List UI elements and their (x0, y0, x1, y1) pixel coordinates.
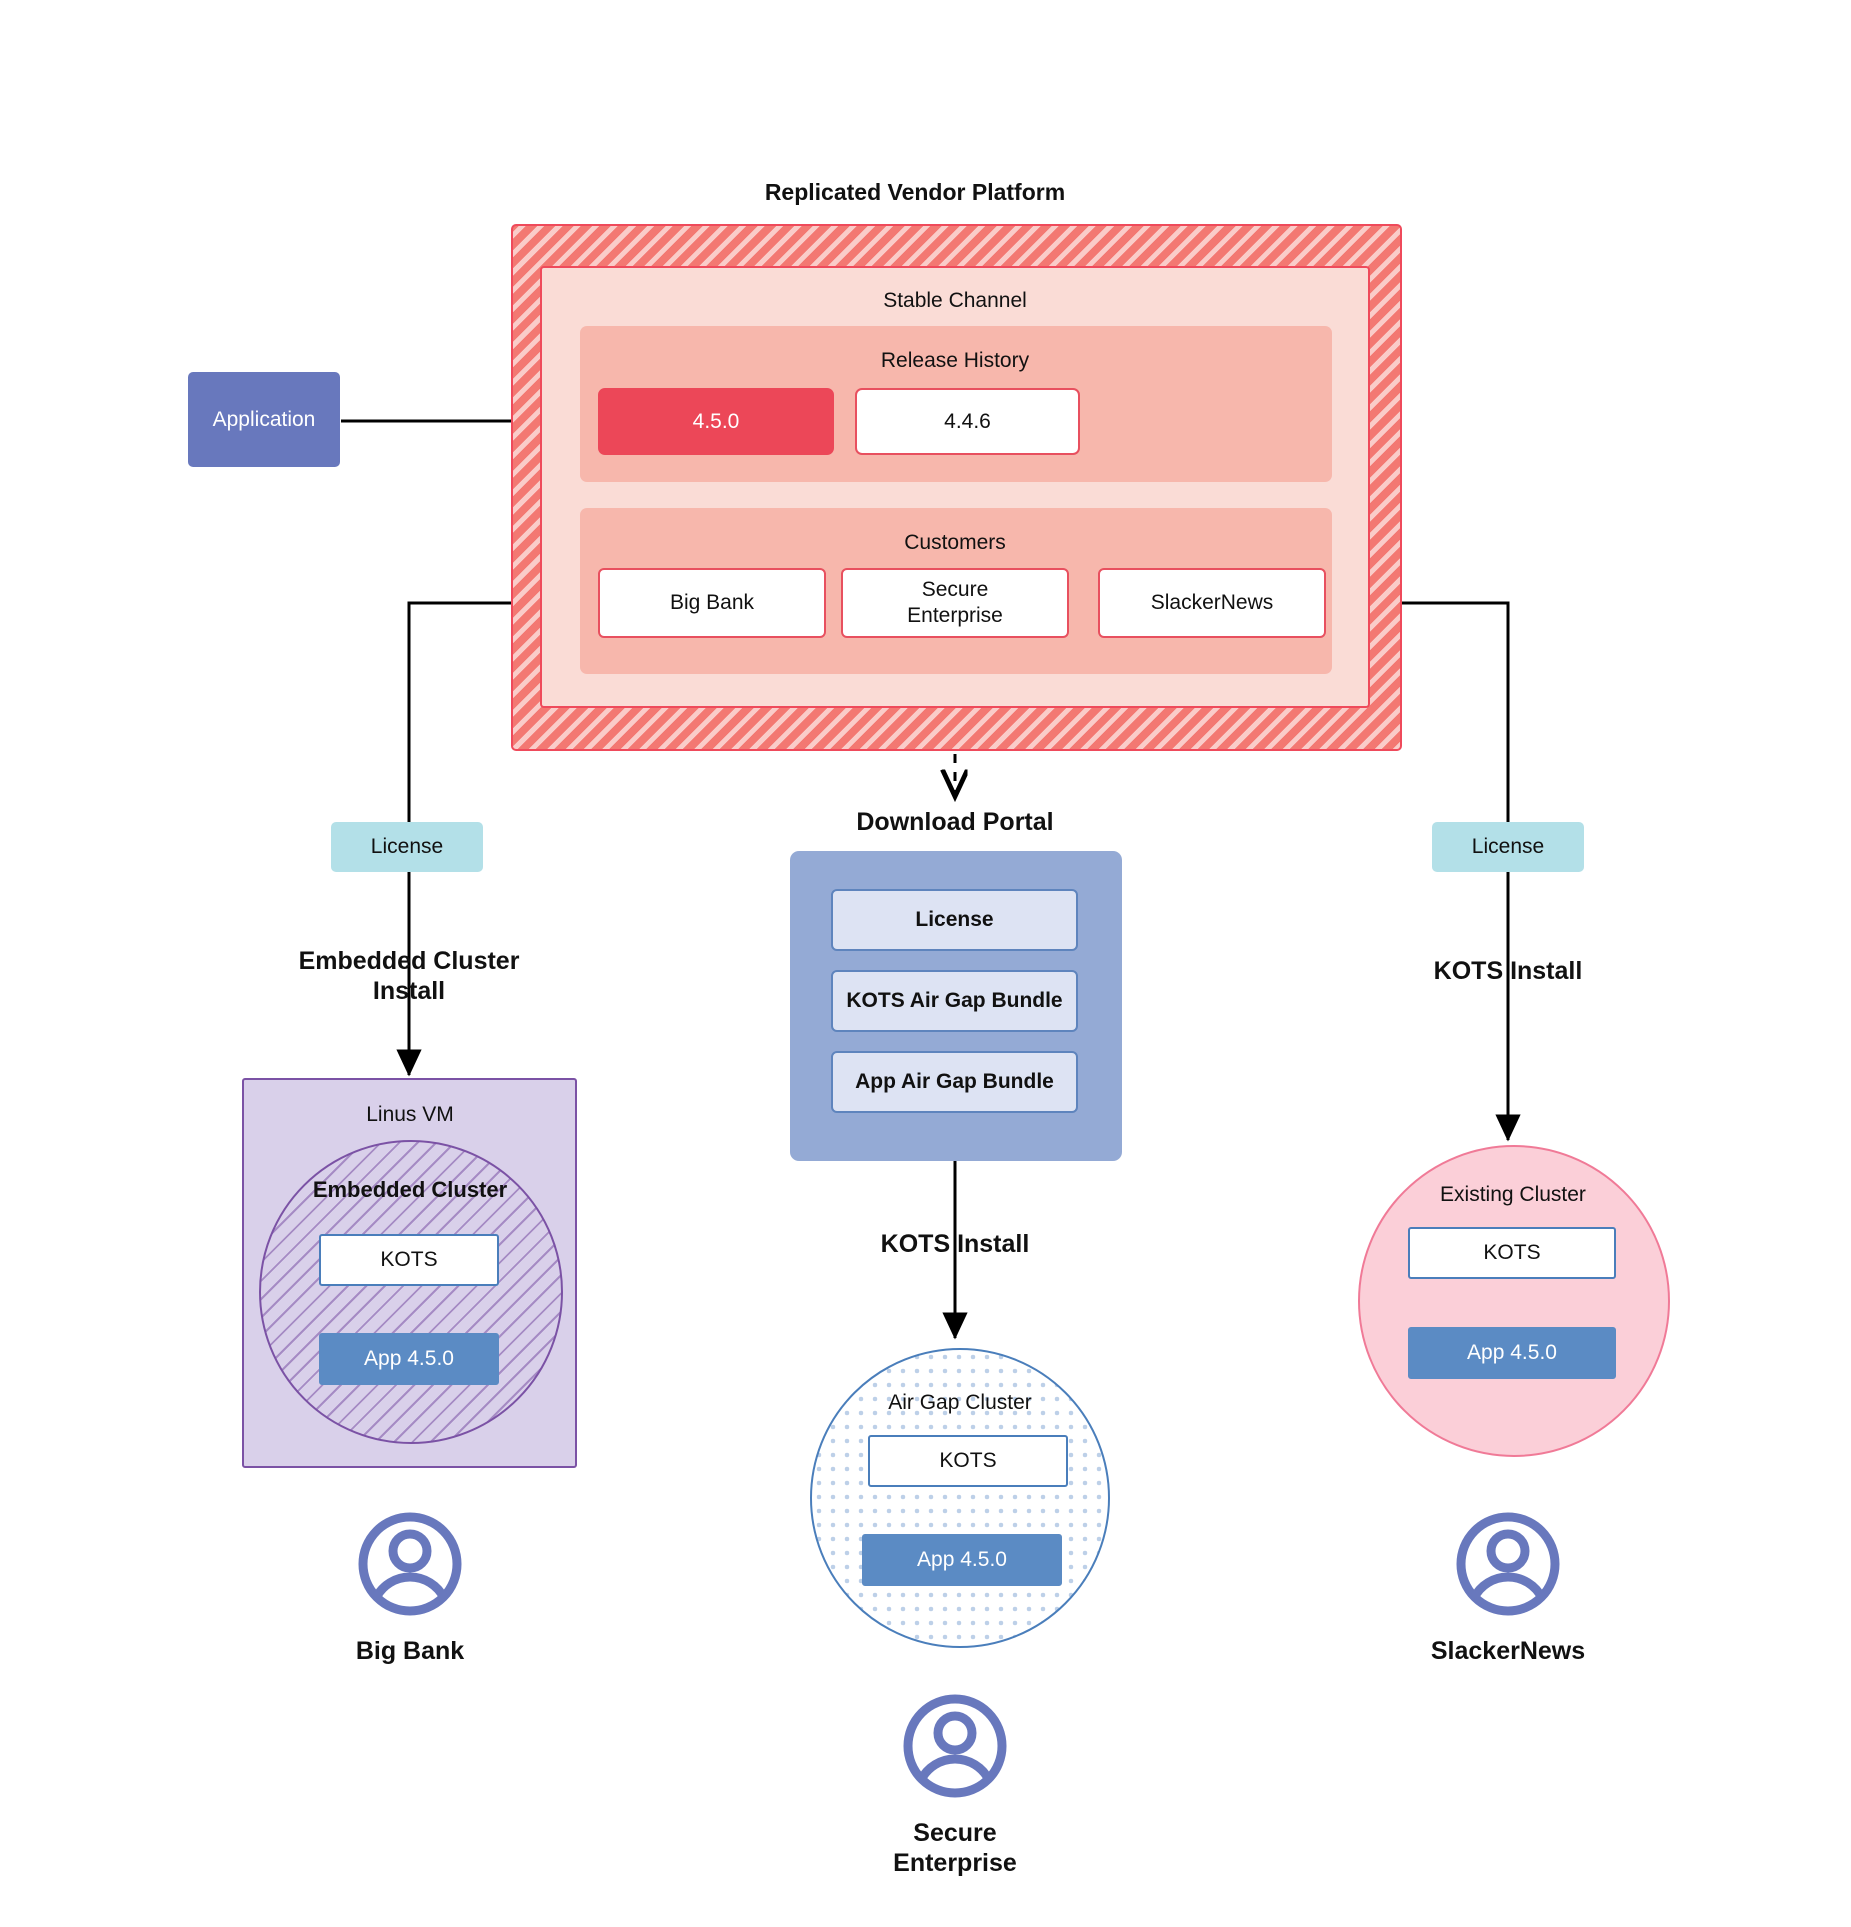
left-cluster-kots-box[interactable]: KOTS (319, 1234, 499, 1286)
license-chip-left[interactable]: License (331, 822, 483, 872)
portal-item-license[interactable]: License (831, 889, 1078, 951)
license-chip-right[interactable]: License (1432, 822, 1584, 872)
customers-label: Customers (904, 531, 1006, 555)
avatar (903, 1694, 1007, 1798)
release-history-label: Release History (880, 349, 1030, 373)
end-user-label-secure-enterprise: Secure Enterprise (893, 1818, 1017, 1878)
left-cluster-app-box[interactable]: App 4.5.0 (319, 1333, 499, 1385)
portal-item-app-air-gap-bundle[interactable]: App Air Gap Bundle (831, 1051, 1078, 1113)
embedded-cluster-circle (259, 1140, 563, 1444)
download-portal-title: Download Portal (856, 807, 1054, 836)
center-cluster-app-box[interactable]: App 4.5.0 (862, 1534, 1062, 1586)
air-gap-cluster-label: Air Gap Cluster (888, 1391, 1032, 1415)
right-cluster-kots-box[interactable]: KOTS (1408, 1227, 1616, 1279)
end-user-label-slackernews: SlackerNews (1430, 1636, 1586, 1665)
linus-vm-label: Linus VM (366, 1103, 454, 1127)
release-chip-previous[interactable]: 4.4.6 (855, 388, 1080, 455)
user-avatar-icon (358, 1512, 462, 1616)
application-box[interactable]: Application (188, 372, 340, 467)
customer-chip-secure-enterprise[interactable]: Secure Enterprise (841, 568, 1069, 638)
install-label-right: KOTS Install (1433, 956, 1583, 985)
user-avatar-icon (1456, 1512, 1560, 1616)
stable-channel-label: Stable Channel (883, 289, 1027, 313)
center-cluster-kots-box[interactable]: KOTS (868, 1435, 1068, 1487)
existing-cluster-label: Existing Cluster (1440, 1183, 1586, 1207)
customer-chip-big-bank[interactable]: Big Bank (598, 568, 826, 638)
avatar (358, 1512, 462, 1616)
portal-item-kots-air-gap-bundle[interactable]: KOTS Air Gap Bundle (831, 970, 1078, 1032)
page-title: Replicated Vendor Platform (764, 178, 1066, 205)
right-cluster-app-box[interactable]: App 4.5.0 (1408, 1327, 1616, 1379)
end-user-label-big-bank: Big Bank (355, 1636, 465, 1665)
install-label-center: KOTS Install (880, 1229, 1030, 1258)
air-gap-cluster-circle (810, 1348, 1110, 1648)
release-chip-current[interactable]: 4.5.0 (598, 388, 834, 455)
customer-chip-slackernews[interactable]: SlackerNews (1098, 568, 1326, 638)
existing-cluster-circle (1358, 1145, 1670, 1457)
user-avatar-icon (903, 1694, 1007, 1798)
embedded-cluster-label: Embedded Cluster (312, 1176, 508, 1202)
avatar (1456, 1512, 1560, 1616)
install-label-left: Embedded Cluster Install (298, 946, 520, 1006)
